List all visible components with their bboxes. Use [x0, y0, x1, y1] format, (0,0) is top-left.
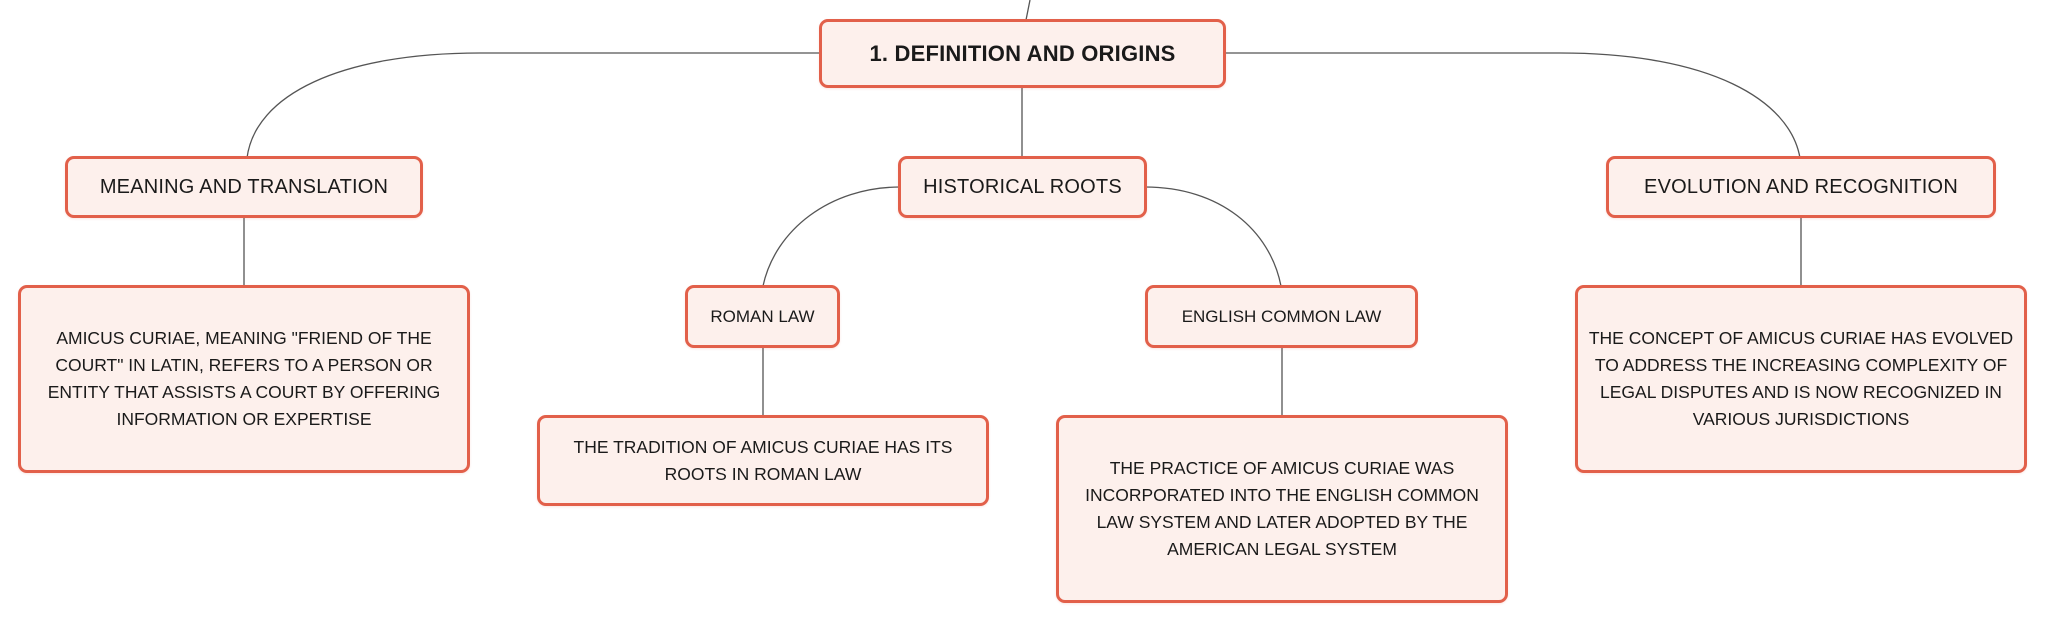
- detail-node-evolution[interactable]: THE CONCEPT OF AMICUS CURIAE HAS EVOLVED…: [1575, 285, 2027, 473]
- detail-node-english-common-law[interactable]: THE PRACTICE OF AMICUS CURIAE WAS INCORP…: [1056, 415, 1508, 603]
- branch-node-label: HISTORICAL ROOTS: [923, 175, 1122, 198]
- sub-node-label: ROMAN LAW: [710, 306, 815, 326]
- detail-node-text: THE PRACTICE OF AMICUS CURIAE WAS INCORP…: [1085, 458, 1479, 559]
- connector-root-to-meaning: [246, 52, 822, 159]
- detail-node-text: AMICUS CURIAE, MEANING "FRIEND OF THE CO…: [47, 328, 441, 429]
- detail-node-text: THE CONCEPT OF AMICUS CURIAE HAS EVOLVED…: [1588, 328, 2014, 429]
- connector-parent-to-root: [1025, 0, 1031, 21]
- root-node-label: 1. DEFINITION AND ORIGINS: [869, 40, 1176, 66]
- connector-historical-to-roman: [762, 186, 901, 287]
- sub-node-roman-law[interactable]: ROMAN LAW: [685, 285, 840, 348]
- detail-node-meaning[interactable]: AMICUS CURIAE, MEANING "FRIEND OF THE CO…: [18, 285, 470, 473]
- root-node[interactable]: 1. DEFINITION AND ORIGINS: [819, 19, 1226, 88]
- connector-historical-to-english: [1144, 186, 1282, 287]
- branch-node-label: EVOLUTION AND RECOGNITION: [1644, 175, 1958, 198]
- connector-root-to-evolution: [1225, 52, 1801, 159]
- branch-node-historical[interactable]: HISTORICAL ROOTS: [898, 156, 1147, 218]
- branch-node-label: MEANING AND TRANSLATION: [99, 175, 389, 198]
- detail-node-roman-law[interactable]: THE TRADITION OF AMICUS CURIAE HAS ITS R…: [537, 415, 989, 506]
- detail-node-text: THE TRADITION OF AMICUS CURIAE HAS ITS R…: [573, 436, 953, 484]
- branch-node-meaning[interactable]: MEANING AND TRANSLATION: [65, 156, 423, 218]
- sub-node-english-common-law[interactable]: ENGLISH COMMON LAW: [1145, 285, 1418, 348]
- sub-node-label: ENGLISH COMMON LAW: [1181, 306, 1382, 326]
- branch-node-evolution[interactable]: EVOLUTION AND RECOGNITION: [1606, 156, 1996, 218]
